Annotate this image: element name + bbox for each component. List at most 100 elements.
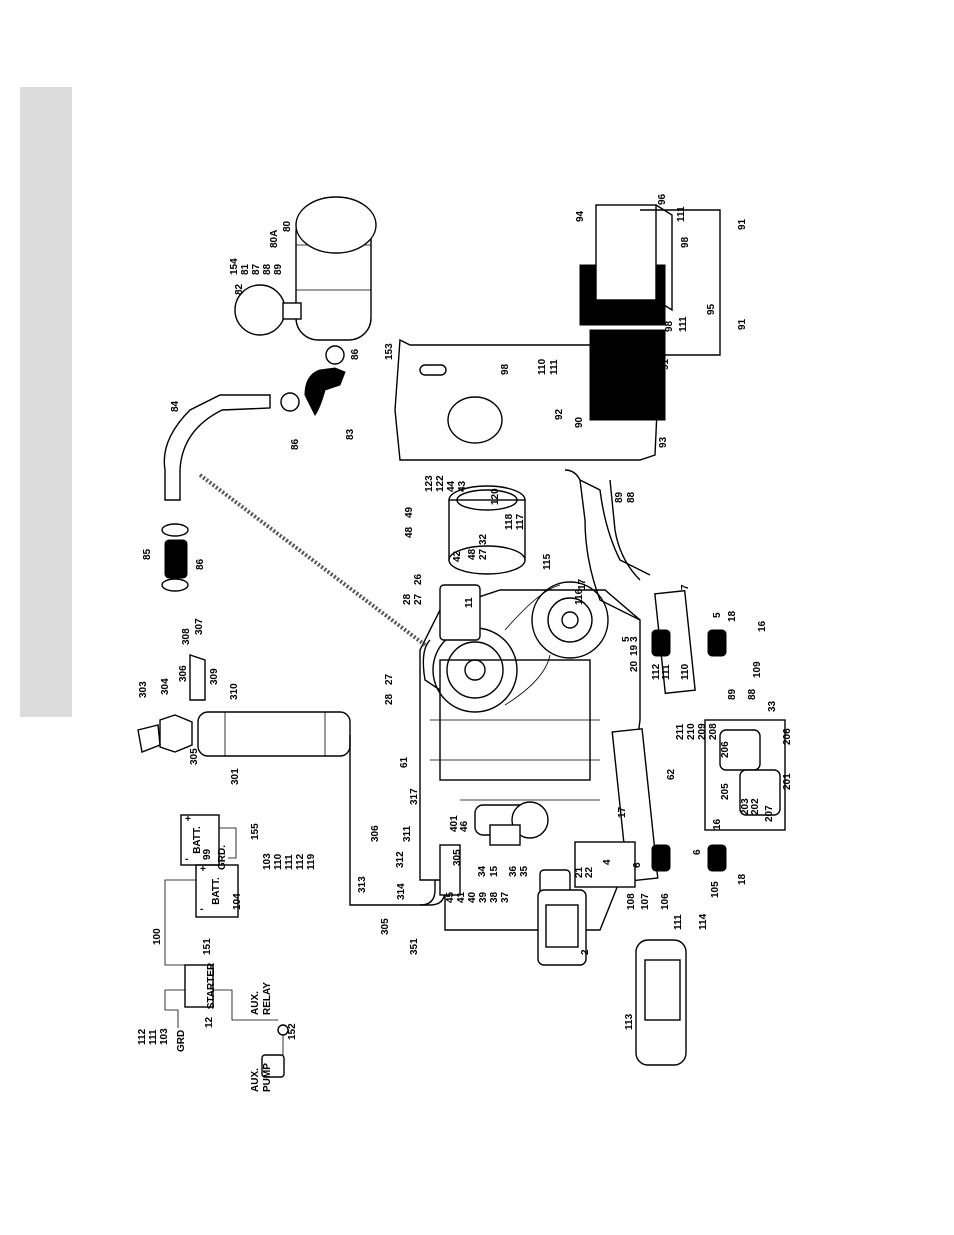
callout-111a: 111 xyxy=(549,359,560,375)
battery-left-label: BATT. xyxy=(192,826,203,854)
callout-48a: 48 xyxy=(404,526,415,538)
callout-152: 152 xyxy=(287,1023,298,1040)
callout-111c: 111 xyxy=(676,206,687,222)
callout-92: 92 xyxy=(554,408,565,420)
callout-11: 11 xyxy=(464,597,475,608)
callout-85: 85 xyxy=(142,548,153,560)
callout-5b: 5 xyxy=(712,612,723,618)
callout-3: 3 xyxy=(629,636,640,642)
callout-108: 108 xyxy=(626,893,637,910)
callout-120: 120 xyxy=(490,488,501,505)
callout-86c: 86 xyxy=(350,348,361,360)
callout-88: 88 xyxy=(262,263,273,275)
callout-83: 83 xyxy=(345,428,356,440)
callout-86a: 86 xyxy=(195,558,206,570)
callout-93: 93 xyxy=(658,436,669,448)
blower-housing xyxy=(448,485,526,575)
callout-44: 44 xyxy=(446,480,457,492)
callout-19: 19 xyxy=(629,644,640,656)
callout-18b: 18 xyxy=(737,873,748,885)
callout-109: 109 xyxy=(752,661,763,678)
grd-bottom-label: GRD xyxy=(176,1030,187,1052)
pumps-and-starter xyxy=(439,824,687,1066)
callout-103a: 103 xyxy=(262,853,273,870)
engine-mounts xyxy=(611,589,786,882)
callout-311: 311 xyxy=(402,825,413,842)
muffler xyxy=(197,711,351,757)
callout-111g: 111 xyxy=(148,1029,159,1045)
callout-95: 95 xyxy=(706,303,717,315)
callout-111f: 111 xyxy=(284,854,295,870)
battery-left-plus: + xyxy=(185,814,191,825)
callout-27a: 27 xyxy=(478,548,489,560)
callout-153: 153 xyxy=(384,343,395,360)
callout-40: 40 xyxy=(467,891,478,903)
callout-305c: 305 xyxy=(380,918,391,935)
intake-hose-84 xyxy=(163,394,271,501)
callout-62: 62 xyxy=(666,768,677,780)
callout-210: 210 xyxy=(686,723,697,740)
callout-310: 310 xyxy=(229,683,240,700)
callout-34: 34 xyxy=(477,865,488,877)
callout-155: 155 xyxy=(250,823,261,840)
callout-26: 26 xyxy=(413,573,424,585)
side-tab xyxy=(20,87,72,717)
bracket-4 xyxy=(574,841,636,888)
callout-36: 36 xyxy=(508,865,519,877)
callout-17a: 17 xyxy=(577,578,588,590)
callout-207: 207 xyxy=(764,805,775,822)
callout-28a: 28 xyxy=(402,593,413,605)
callout-205: 205 xyxy=(720,783,731,800)
callout-206b: 206 xyxy=(782,728,793,745)
callout-6b: 6 xyxy=(692,849,703,855)
callout-91c: 91 xyxy=(737,318,748,330)
callout-123: 123 xyxy=(424,475,435,492)
callout-209: 209 xyxy=(697,723,708,740)
callout-119: 119 xyxy=(306,853,317,870)
callout-88a: 88 xyxy=(626,491,637,503)
rope-cable xyxy=(198,473,427,647)
callout-91a: 91 xyxy=(660,358,671,370)
starter-box xyxy=(184,964,214,1008)
callout-211: 211 xyxy=(675,723,686,740)
callout-110: 110 xyxy=(537,358,548,375)
callout-115: 115 xyxy=(542,553,553,570)
starter-label: STARTER xyxy=(206,962,217,1009)
callout-112b: 112 xyxy=(295,853,306,870)
callout-17b: 17 xyxy=(617,806,628,818)
battery-right xyxy=(195,864,239,918)
aux-relay-label-2: RELAY xyxy=(262,982,273,1015)
aux-pump-label-1: AUX. xyxy=(250,1068,261,1092)
callout-98a: 98 xyxy=(500,363,511,375)
callout-202: 202 xyxy=(750,798,761,815)
hose-85 xyxy=(164,539,188,579)
callout-20: 20 xyxy=(629,660,640,672)
callout-114: 114 xyxy=(698,913,709,930)
callout-96: 96 xyxy=(657,193,668,205)
callout-16a: 16 xyxy=(757,620,768,632)
callout-111d: 111 xyxy=(661,664,672,680)
callout-312: 312 xyxy=(395,851,406,868)
callout-301: 301 xyxy=(230,768,241,785)
callout-41: 41 xyxy=(456,891,467,903)
callout-27c: 27 xyxy=(384,673,395,685)
callout-313: 313 xyxy=(357,876,368,893)
callout-203: 203 xyxy=(740,798,751,815)
callout-32: 32 xyxy=(478,533,489,545)
callout-118: 118 xyxy=(504,513,515,530)
callout-45: 45 xyxy=(445,891,456,903)
callout-100: 100 xyxy=(152,928,163,945)
callout-35: 35 xyxy=(519,865,530,877)
callout-90: 90 xyxy=(574,416,585,428)
callout-104: 104 xyxy=(232,893,243,910)
battery-right-label: BATT. xyxy=(211,877,222,905)
pump-2 xyxy=(537,889,587,966)
callout-33: 33 xyxy=(767,700,778,712)
callout-46: 46 xyxy=(459,820,470,832)
callout-110c: 110 xyxy=(273,853,284,870)
callout-80A: 80A xyxy=(269,230,280,248)
callout-42: 42 xyxy=(452,550,463,562)
callout-7: 7 xyxy=(680,584,691,590)
callout-82: 82 xyxy=(234,283,245,295)
